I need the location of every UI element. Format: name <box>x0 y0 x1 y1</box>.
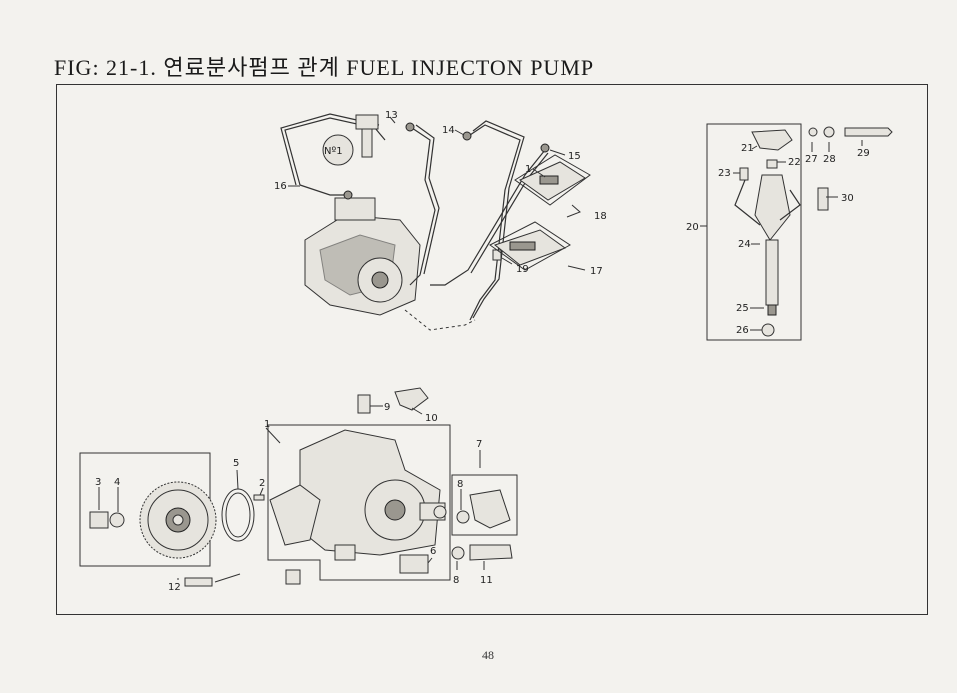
callout-23: 23 <box>718 168 731 179</box>
callout-21: 21 <box>741 143 754 154</box>
callout-6: 6 <box>430 546 436 557</box>
callout-14: 14 <box>442 125 455 136</box>
fuel-pipe-assembly: Nº1 <box>280 113 591 331</box>
callout-15: 15 <box>568 151 581 162</box>
callout-29: 29 <box>857 148 870 159</box>
callout-16: 16 <box>274 181 287 192</box>
callout-22: 22 <box>788 157 801 168</box>
callout-26: 26 <box>736 325 749 336</box>
callout-12: 12 <box>168 582 181 593</box>
callout-8a: 8 <box>457 479 463 490</box>
callout-20: 20 <box>686 222 699 233</box>
callout-11: 11 <box>480 575 493 586</box>
callout-27: 27 <box>805 154 818 165</box>
injection-pump-assembly <box>79 387 518 587</box>
callout-24: 24 <box>738 239 751 250</box>
callout-18: 18 <box>594 211 607 222</box>
callout-1-clamp: 1 <box>525 164 531 175</box>
page-number: 48 <box>482 648 494 662</box>
callout-3: 3 <box>95 477 101 488</box>
callout-4: 4 <box>114 477 120 488</box>
callout-1: 1 <box>264 419 270 430</box>
callout-28: 28 <box>823 154 836 165</box>
callout-17: 17 <box>590 266 603 277</box>
callout-labels: 1 2 3 4 5 6 7 8 8 9 10 11 12 13 14 15 16… <box>95 110 870 593</box>
callout-9: 9 <box>384 402 390 413</box>
injector-assembly <box>706 123 893 341</box>
callout-13: 13 <box>385 110 398 121</box>
callout-10: 10 <box>425 413 438 424</box>
callout-2: 2 <box>259 478 265 489</box>
callout-leaders <box>98 116 863 580</box>
callout-25: 25 <box>736 303 749 314</box>
diagram-frame <box>56 84 928 615</box>
callout-7: 7 <box>476 439 482 450</box>
callout-8b: 8 <box>453 575 459 586</box>
figure-title: FIG: 21-1. 연료분사펌프 관계 FUEL INJECTON PUMP <box>54 55 595 80</box>
callout-19: 19 <box>516 264 529 275</box>
cylinder-mark: Nº1 <box>324 146 343 157</box>
callout-30: 30 <box>841 193 854 204</box>
callout-5: 5 <box>233 458 239 469</box>
